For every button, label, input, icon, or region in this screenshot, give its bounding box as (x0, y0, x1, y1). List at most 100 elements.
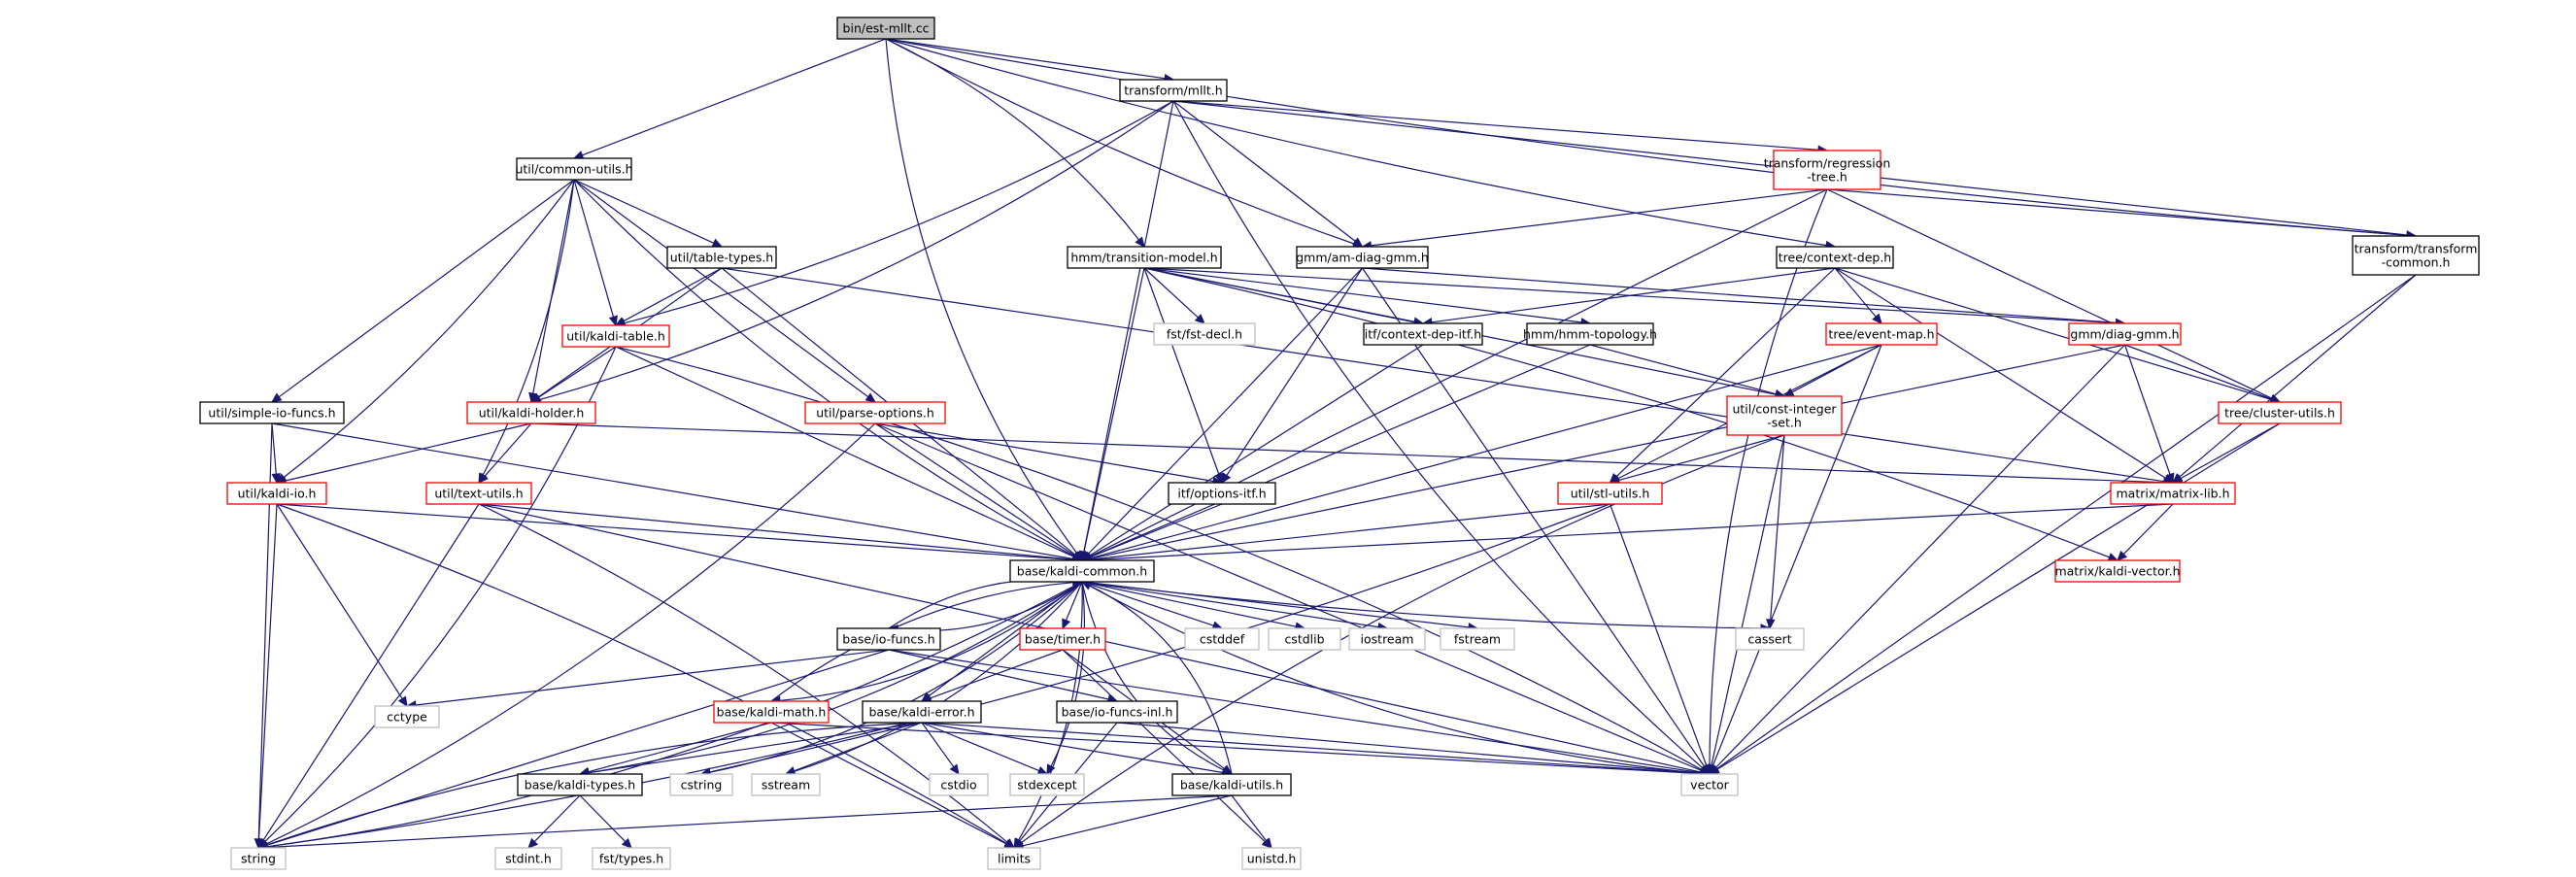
edge-kio-to-kc (276, 503, 1074, 560)
edge-kmath-to-vector (770, 722, 1702, 775)
edge-kh-to-ml (530, 422, 2165, 484)
node-kv[interactable]: matrix/kaldi-vector.h (2054, 559, 2181, 583)
node-ml[interactable]: matrix/matrix-lib.h (2110, 482, 2236, 505)
node-timer[interactable]: base/timer.h (1019, 627, 1106, 651)
node-box (1776, 246, 1894, 269)
node-est[interactable]: bin/est-mllt.cc (836, 17, 935, 40)
node-cstddef: cstddef (1184, 627, 1260, 651)
node-sif[interactable]: util/simple-io-funcs.h (199, 401, 345, 424)
node-box (374, 705, 440, 728)
node-reg[interactable]: transform/regression-tree.h (1764, 150, 1891, 190)
node-label: util/kaldi-holder.h (479, 406, 585, 421)
edge-kutils-to-unistd (1231, 794, 1268, 842)
node-box (1171, 773, 1292, 796)
node-kmath[interactable]: base/kaldi-math.h (713, 700, 830, 724)
edge-est-to-tm (885, 38, 1139, 241)
edge-arrowhead-est-to-tm (1135, 236, 1145, 248)
node-cstdlib: cstdlib (1268, 627, 1341, 651)
edge-kc-to-ktypes (588, 581, 1083, 774)
edge-reg-to-ttc (1826, 188, 2408, 236)
edge-iof-to-iofi (888, 649, 1109, 700)
node-cassert: cassert (1735, 627, 1805, 651)
edge-ttc-to-ml (2179, 274, 2417, 478)
node-tu[interactable]: util/text-utils.h (425, 482, 532, 505)
node-mllt[interactable]: transform/mllt.h (1119, 79, 1228, 102)
edge-clu-to-vector (1716, 422, 2281, 770)
edge-sif-to-string (257, 422, 273, 840)
node-em[interactable]: tree/event-map.h (1825, 322, 1938, 346)
node-oi[interactable]: itf/options-itf.h (1168, 482, 1276, 505)
edge-kh-to-tu (484, 422, 532, 477)
node-box (713, 700, 830, 724)
node-dg[interactable]: gmm/diag-gmm.h (2068, 322, 2182, 346)
edge-tm-to-oi (1143, 267, 1220, 475)
edge-kmath-to-ktypes (588, 722, 772, 773)
node-box (1241, 847, 1302, 870)
node-su[interactable]: util/stl-utils.h (1557, 482, 1663, 505)
node-box (2054, 559, 2181, 583)
node-box (1009, 559, 1155, 583)
node-label: fstream (1454, 632, 1501, 647)
edge-po-to-vector (874, 422, 1702, 772)
node-kh[interactable]: util/kaldi-holder.h (466, 401, 596, 424)
node-iofi[interactable]: base/io-funcs-inl.h (1056, 700, 1178, 724)
edge-kc-to-sstream (794, 581, 1083, 772)
node-label: fst/fst-decl.h (1167, 327, 1242, 342)
edge-po-to-oi (874, 422, 1214, 483)
node-label: matrix/kaldi-vector.h (2054, 564, 2180, 579)
node-box (1825, 322, 1938, 346)
edge-tt-to-ktab (623, 267, 723, 322)
node-label: cstdio (940, 778, 976, 793)
edge-kerr-to-sstream (794, 722, 923, 772)
node-label: base/timer.h (1025, 632, 1101, 647)
node-label: stdexcept (1017, 778, 1076, 793)
node-label: fst/types.h (599, 852, 663, 866)
node-iof[interactable]: base/io-funcs.h (836, 627, 941, 651)
edge-kio-to-cctype (276, 503, 403, 699)
node-clu[interactable]: tree/cluster-utils.h (2218, 401, 2342, 424)
node-cdi[interactable]: itf/context-dep-itf.h (1363, 322, 1483, 346)
edge-arrowhead-kio-to-cctype (397, 695, 408, 708)
node-box (1153, 322, 1256, 346)
node-box (517, 773, 643, 796)
edge-kutils-to-limits (1022, 794, 1233, 847)
node-hmmt[interactable]: hmm/hmm-topology.h (1523, 322, 1657, 346)
node-label: tree/cluster-utils.h (2224, 406, 2335, 421)
node-label: -tree.h (1807, 170, 1847, 185)
node-stdint: stdint.h (494, 847, 562, 870)
node-box (804, 401, 946, 424)
node-label: matrix/matrix-lib.h (2117, 487, 2230, 501)
node-box (2218, 401, 2342, 424)
node-box (199, 401, 345, 424)
node-label: tree/event-map.h (1828, 327, 1934, 342)
node-po[interactable]: util/parse-options.h (804, 401, 946, 424)
node-ttc[interactable]: transform/transform-common.h (2352, 235, 2480, 276)
node-tt[interactable]: util/table-types.h (666, 246, 777, 269)
edge-tm-to-kv (1143, 267, 2110, 558)
node-box (1735, 627, 1805, 651)
node-tm[interactable]: hmm/transition-model.h (1067, 246, 1222, 269)
node-kerr[interactable]: base/kaldi-error.h (862, 700, 982, 724)
node-ktab[interactable]: util/kaldi-table.h (561, 324, 670, 348)
node-ktypes[interactable]: base/kaldi-types.h (517, 773, 643, 796)
node-box (836, 627, 941, 651)
node-kutils[interactable]: base/kaldi-utils.h (1171, 773, 1292, 796)
edge-reg-to-vector (1709, 188, 1828, 766)
edge-amdg-to-dg (1362, 267, 2117, 323)
node-stdexcept: stdexcept (1009, 773, 1085, 796)
node-cis[interactable]: util/const-integer-set.h (1726, 395, 1843, 436)
node-kc[interactable]: base/kaldi-common.h (1009, 559, 1155, 583)
edge-cdi-to-kc (1089, 344, 1424, 557)
node-label: sstream (762, 778, 810, 793)
node-cstdio: cstdio (929, 773, 989, 796)
node-box (1557, 482, 1663, 505)
node-cu[interactable]: util/common-utils.h (515, 157, 633, 181)
node-amdg[interactable]: gmm/am-diag-gmm.h (1296, 246, 1429, 269)
node-cd[interactable]: tree/context-dep.h (1776, 246, 1894, 269)
node-label: util/table-types.h (670, 251, 773, 265)
edge-cu-to-kio (283, 179, 575, 478)
node-kio[interactable]: util/kaldi-io.h (226, 482, 327, 505)
edge-est-to-kc (885, 38, 1078, 555)
node-box (862, 700, 982, 724)
